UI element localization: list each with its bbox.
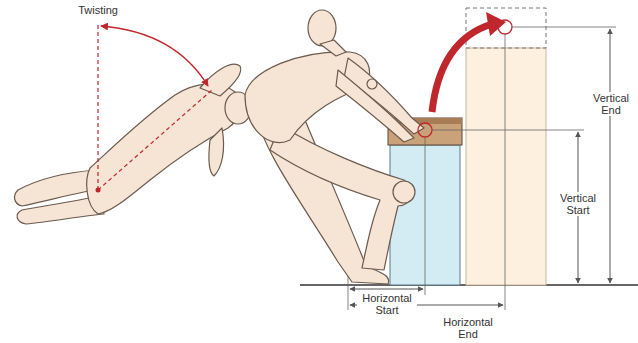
arm	[336, 70, 414, 142]
extension-line	[425, 137, 426, 295]
extension-line	[512, 27, 616, 28]
dimension-label: Vertical Start	[555, 192, 601, 216]
knee	[393, 181, 415, 203]
dimension-label: Vertical End	[588, 92, 634, 116]
lift-arrow	[432, 24, 492, 112]
twist-arc	[101, 26, 208, 86]
end-block	[466, 48, 546, 285]
angle-label: Twisting	[77, 4, 119, 16]
extension-line	[348, 276, 349, 310]
pivot-dot	[96, 188, 101, 193]
dimension-line	[610, 29, 611, 283]
extension-line	[505, 34, 506, 310]
front-leg	[270, 125, 411, 270]
lift-arrowhead	[486, 12, 506, 36]
end-hand-marker	[498, 20, 512, 34]
shoulder-line	[98, 90, 212, 190]
dimension-label: Horizontal Start	[357, 292, 417, 316]
elbow	[367, 79, 377, 89]
extension-line	[432, 130, 584, 131]
torso	[87, 84, 241, 214]
neck	[320, 40, 346, 56]
dimension-label: Horizontal End	[438, 316, 498, 340]
arm	[209, 128, 224, 176]
lifting-figure	[245, 10, 424, 284]
reference-line	[97, 24, 98, 190]
arm	[200, 64, 241, 96]
twisting-figure	[15, 64, 251, 224]
start-hand-marker	[418, 123, 432, 137]
dimension-line	[350, 289, 423, 290]
